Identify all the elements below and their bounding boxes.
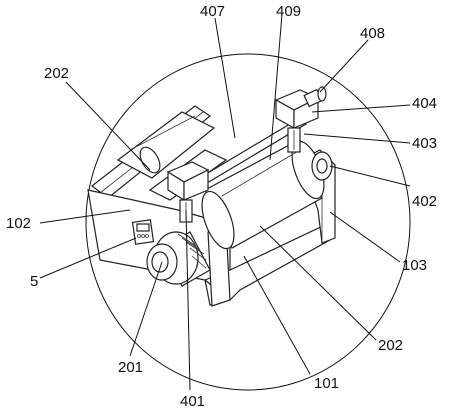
- detail-circle: [85, 53, 411, 391]
- label-403: 403: [412, 135, 437, 152]
- reference-labels: 407 409 408 202 404 403 402 102 103 5 20…: [6, 3, 437, 410]
- label-202-bottom: 202: [378, 337, 403, 354]
- label-101: 101: [314, 375, 339, 392]
- label-102: 102: [6, 215, 31, 232]
- leader-lines: [39, 13, 411, 391]
- small-motor-408: [303, 86, 327, 108]
- label-202-top: 202: [44, 65, 69, 82]
- right-gear-402: [311, 151, 333, 181]
- label-407: 407: [200, 3, 225, 20]
- label-402: 402: [412, 193, 437, 210]
- label-103: 103: [402, 257, 427, 274]
- label-201: 201: [118, 359, 143, 376]
- label-404: 404: [412, 95, 437, 112]
- label-409: 409: [276, 3, 301, 20]
- control-panel-5: [131, 219, 155, 245]
- label-401: 401: [180, 393, 205, 410]
- label-408: 408: [360, 25, 385, 42]
- label-5: 5: [30, 273, 38, 290]
